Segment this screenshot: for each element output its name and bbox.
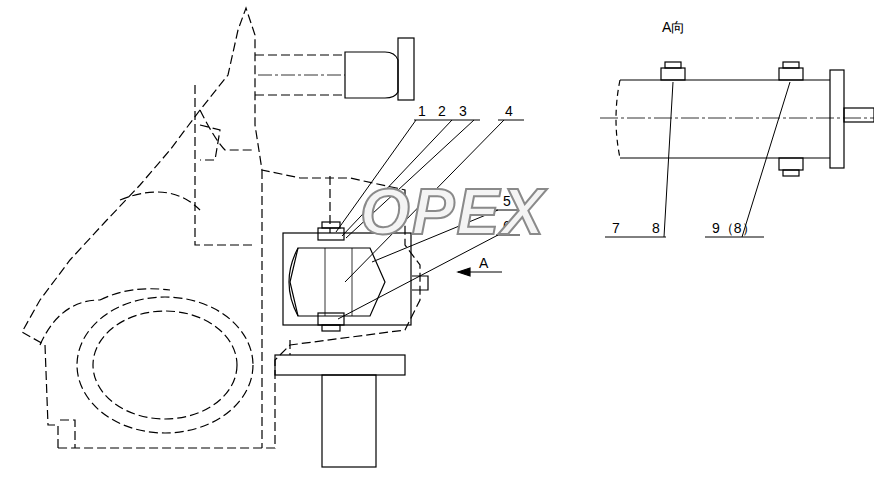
callout-number: 3 (459, 104, 467, 118)
callout-number: 7 (612, 221, 620, 235)
callout-number: 9（8） (712, 221, 756, 235)
callout-number: 8 (652, 221, 660, 235)
callout-number: 4 (505, 104, 513, 118)
callout-number: 2 (438, 104, 446, 118)
support-bracket (275, 340, 405, 467)
callout-number: A (479, 256, 488, 270)
view-a-shaft (600, 62, 874, 176)
callout-number: 1 (418, 104, 426, 118)
leader-lines (336, 82, 790, 319)
watermark: OPEX (360, 180, 546, 244)
callout-number: A向 (662, 20, 685, 34)
pin (255, 38, 414, 100)
